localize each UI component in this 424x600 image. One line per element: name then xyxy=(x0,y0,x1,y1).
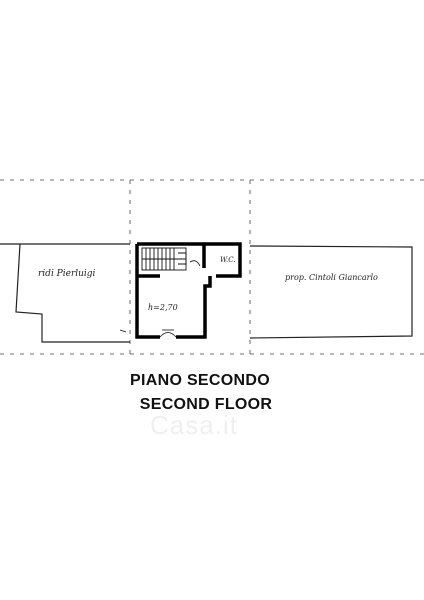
room-height-label: h=2,70 xyxy=(148,303,178,312)
reference-gridlines xyxy=(0,179,424,355)
staircase xyxy=(141,247,187,271)
property-boundaries xyxy=(0,243,413,343)
floor-title-english: SECOND FLOOR xyxy=(139,396,273,413)
door-marks xyxy=(119,260,201,338)
watermark: Casa.it xyxy=(150,410,238,440)
left-property-label: ridi Pierluigi xyxy=(38,269,96,279)
unit-walls xyxy=(135,242,242,339)
floor-title-italian: PIANO SECONDO xyxy=(130,372,270,389)
wc-label: W.C. xyxy=(220,256,236,264)
right-property-label: prop. Cintoli Giancarlo xyxy=(285,273,378,282)
